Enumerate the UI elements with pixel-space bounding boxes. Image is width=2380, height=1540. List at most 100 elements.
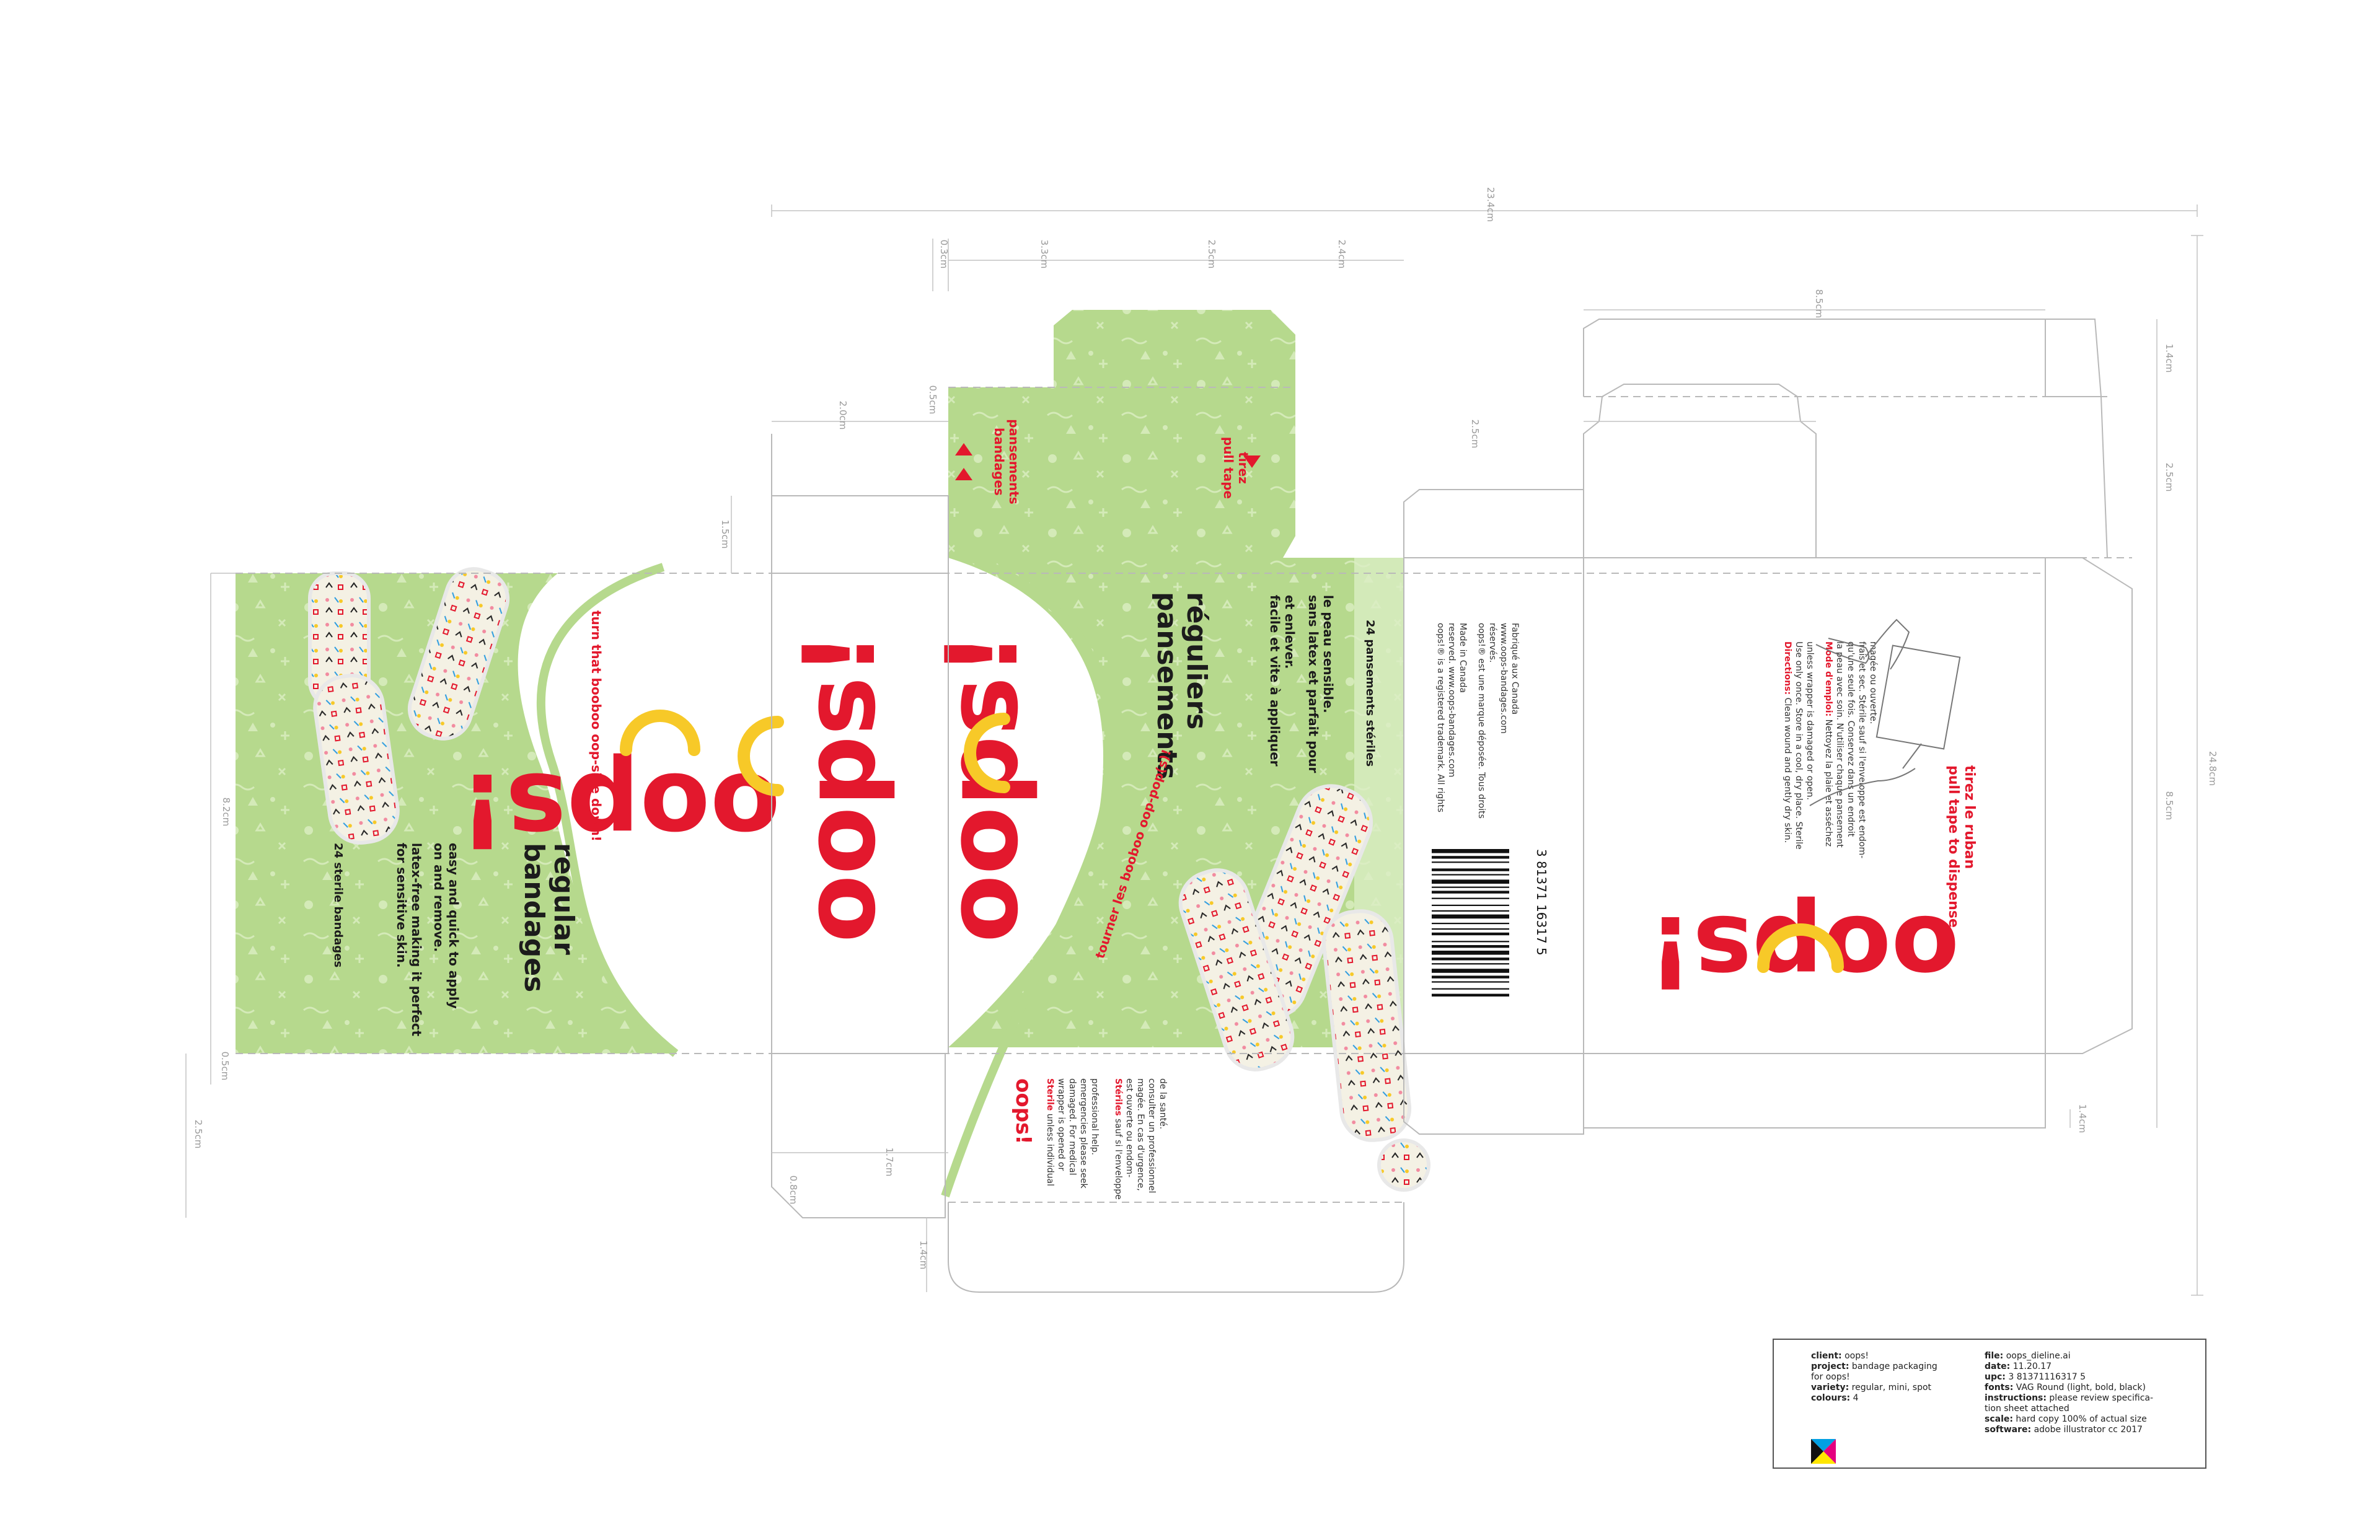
directions-text-1: Clean wound and gently dry skin. xyxy=(1783,695,1792,843)
legal-3: Made in Canada xyxy=(1458,623,1468,693)
steriles-text-1: sauf si l'enveloppe xyxy=(1113,1116,1123,1200)
left-tagline: turn that booboo oop-side down! xyxy=(589,610,604,842)
spec-key: project: xyxy=(1811,1362,1849,1371)
barcode-bar xyxy=(1432,941,1509,943)
barcode-bar xyxy=(1432,874,1509,876)
front-title-line1: pansements xyxy=(1151,592,1183,780)
top-panel: oops! xyxy=(738,631,897,943)
dim-1-4-b: 1.4cm xyxy=(2077,1104,2088,1133)
spec-value: hard copy 100% of actual size xyxy=(2012,1414,2147,1424)
spot-bandage-illustration xyxy=(1377,1138,1430,1192)
barcode-bar xyxy=(1432,849,1509,853)
dim-2-5-c: 2.5cm xyxy=(1206,240,1217,269)
spec-right-column: file: oops_dieline.ai date: 11.20.17 upc… xyxy=(1985,1351,2195,1435)
spec-client: client: oops! xyxy=(1811,1351,1966,1362)
sterile-text-4: emergencies please seek xyxy=(1078,1078,1088,1189)
spec-instructions: instructions: please review specifica- xyxy=(1985,1393,2195,1404)
spec-value: adobe illustrator cc 2017 xyxy=(2031,1425,2143,1435)
legal-4: oops!® est une marque déposée. Tous droi… xyxy=(1476,623,1486,819)
dim-2-0: 2.0cm xyxy=(837,401,848,430)
dimension-labels: 23.4cm 24.8cm 8.5cm 8.5cm 1.4cm 2.5cm 1.… xyxy=(193,187,2218,1269)
dim-8-5-side: 8.5cm xyxy=(2164,791,2175,821)
directions-text-3: unless wrapper is damaged or open. xyxy=(1805,641,1815,800)
front-line-1: facile et vite à appliquer xyxy=(1267,595,1282,767)
spec-project: project: bandage packaging xyxy=(1811,1362,1966,1372)
spec-scale: scale: hard copy 100% of actual size xyxy=(1985,1414,2195,1425)
barcode-bar xyxy=(1432,891,1509,894)
mode-text-3: qu'une seule fois. Conservez dans un end… xyxy=(1846,641,1856,837)
front-line-2: et enlever. xyxy=(1282,595,1297,669)
spec-software: software: adobe illustrator cc 2017 xyxy=(1985,1425,2195,1435)
directions-head: Directions: xyxy=(1783,641,1792,695)
spec-value: please review specifica- xyxy=(2046,1393,2154,1403)
mode-line-1: Mode d'emploi: Nettoyez la plaie et assé… xyxy=(1823,641,1833,847)
steriles-line-1: Stériles sauf si l'enveloppe xyxy=(1113,1078,1123,1200)
steriles-text-4: consulter un professionnel xyxy=(1147,1078,1157,1193)
barcode-bar xyxy=(1432,868,1509,871)
spec-key: date: xyxy=(1985,1362,2011,1371)
barcode-bar xyxy=(1432,975,1509,979)
barcode-bar xyxy=(1432,969,1509,973)
spec-colours: colours: 4 xyxy=(1811,1393,1966,1404)
dimension-lines xyxy=(185,205,2203,1296)
bandage-illustration xyxy=(313,674,400,845)
dim-1-7: 1.7cm xyxy=(884,1148,895,1177)
steriles-text-5: de la santé. xyxy=(1158,1078,1168,1129)
dim-1-4-a: 1.4cm xyxy=(2164,344,2175,373)
spec-key: upc: xyxy=(1985,1372,2006,1382)
small-logo: oops! xyxy=(1011,1078,1036,1145)
sterile-text-3: damaged. For medical xyxy=(1067,1078,1077,1176)
front-panel: oops! pansements réguliers facile et vit… xyxy=(924,547,1430,1198)
barcode-bar xyxy=(1432,904,1509,906)
tuck-flap-bg xyxy=(948,310,1295,558)
side-panel: oops!® is a registered trademark. All ri… xyxy=(1432,623,1549,997)
sterile-text-2: wrapper is opened or xyxy=(1056,1078,1066,1171)
left-title-line2: bandages xyxy=(518,843,550,992)
dim-2-4: 2.4cm xyxy=(1336,240,1347,269)
logo-wordmark: oops! xyxy=(459,750,780,869)
legal-6: www.oops-bandages.com xyxy=(1499,623,1509,734)
bandage-illustration xyxy=(1321,909,1412,1142)
barcode-bar xyxy=(1432,897,1509,899)
front-line-3: sans latex et parfait pour xyxy=(1306,595,1321,773)
dim-24-8: 24.8cm xyxy=(2207,751,2218,786)
directions-line-1: Directions: Clean wound and gently dry s… xyxy=(1783,641,1792,843)
spec-key: file: xyxy=(1985,1351,2004,1361)
arrow-down-icon xyxy=(1243,455,1261,468)
barcode-bar xyxy=(1432,886,1509,888)
dim-2-5-b: 2.5cm xyxy=(1470,420,1481,449)
logo-wordmark: oops! xyxy=(782,631,897,943)
spec-value: bandage packaging xyxy=(1849,1362,1937,1371)
sterile-line-1: Sterile unless individual xyxy=(1045,1078,1055,1186)
sterile-head: Sterile xyxy=(1045,1078,1055,1111)
sterile-text-1: unless individual xyxy=(1045,1111,1055,1186)
dim-8-5-top: 8.5cm xyxy=(1814,289,1825,319)
left-feature-1a: easy and quick to apply xyxy=(446,843,461,1009)
dim-0-5-b: 0.5cm xyxy=(219,1052,231,1081)
spec-value: 3 81371116317 5 xyxy=(2005,1372,2086,1382)
dim-0-5-a: 0.5cm xyxy=(927,385,938,415)
spec-fonts: fonts: VAG Round (light, bold, black) xyxy=(1985,1383,2195,1393)
legal-5: réservés. xyxy=(1488,623,1497,662)
barcode-bar xyxy=(1432,923,1509,925)
spec-value: oops! xyxy=(1841,1351,1869,1361)
spec-value: VAG Round (light, bold, black) xyxy=(2013,1383,2146,1393)
tirez-ruban-text: tirez le ruban xyxy=(1962,765,1977,869)
spec-file: file: oops_dieline.ai xyxy=(1985,1351,2195,1362)
steriles-text-3: magée. En cas d'urgence, xyxy=(1135,1078,1145,1191)
dim-23-4: 23.4cm xyxy=(1485,187,1496,222)
steriles-head: Stériles xyxy=(1113,1078,1123,1116)
spec-value: 4 xyxy=(1850,1393,1859,1403)
left-panel-wave-stroke xyxy=(536,563,679,1057)
dim-2-5-a: 2.5cm xyxy=(2164,463,2175,492)
barcode-bar xyxy=(1432,856,1509,859)
barcode-bar xyxy=(1432,861,1509,863)
front-title-line2: réguliers xyxy=(1181,592,1212,729)
dim-0-3: 0.3cm xyxy=(938,240,950,269)
front-wave-stroke xyxy=(941,547,1114,1198)
spec-key: variety: xyxy=(1811,1383,1849,1393)
dim-1-4-c: 1.4cm xyxy=(918,1241,929,1270)
spec-key: scale: xyxy=(1985,1414,2013,1424)
spec-info-box: client: oops! project: bandage packaging… xyxy=(1773,1339,2206,1469)
